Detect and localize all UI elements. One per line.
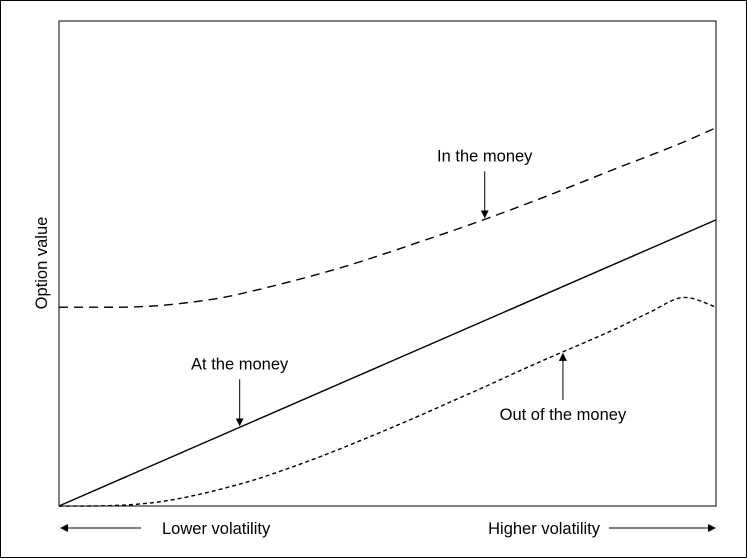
x-axis-label-right: Higher volatility (488, 520, 601, 538)
at-the-money-line (58, 219, 717, 507)
series-layer (58, 127, 717, 507)
plot-frame (58, 20, 717, 507)
in-the-money-label: In the money (437, 147, 533, 165)
in-the-money-line (59, 127, 717, 308)
y-axis-label: Option value (33, 217, 51, 310)
x-axis-label-left: Lower volatility (162, 520, 271, 538)
out-of-the-money-line (58, 296, 717, 507)
at-the-money-label: At the money (191, 355, 289, 373)
out-of-the-money-label: Out of the money (500, 406, 627, 424)
